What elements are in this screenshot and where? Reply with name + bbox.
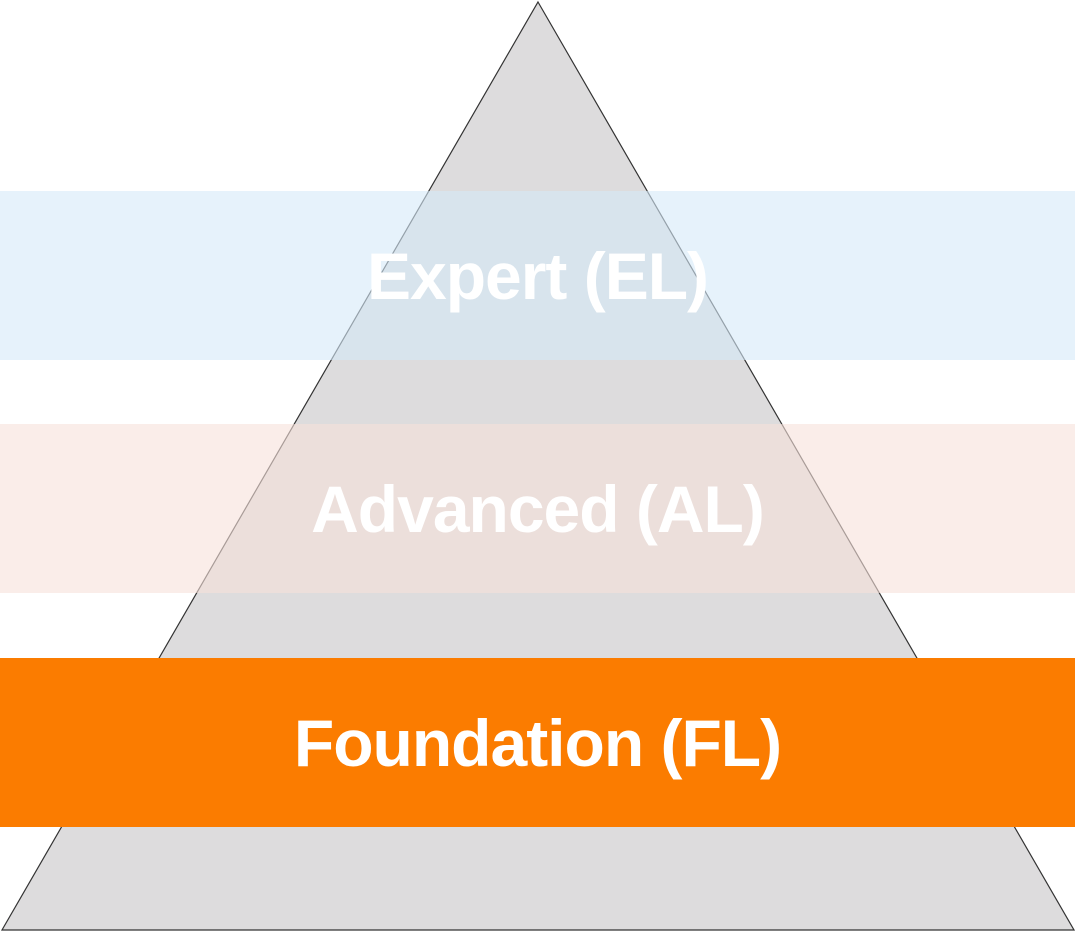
level-band-expert: Expert (EL) bbox=[0, 191, 1075, 360]
level-band-advanced: Advanced (AL) bbox=[0, 424, 1075, 593]
level-label-foundation: Foundation (FL) bbox=[293, 705, 782, 780]
level-label-expert: Expert (EL) bbox=[366, 238, 709, 313]
level-band-foundation: Foundation (FL) bbox=[0, 658, 1075, 827]
level-label-advanced: Advanced (AL) bbox=[311, 471, 765, 546]
